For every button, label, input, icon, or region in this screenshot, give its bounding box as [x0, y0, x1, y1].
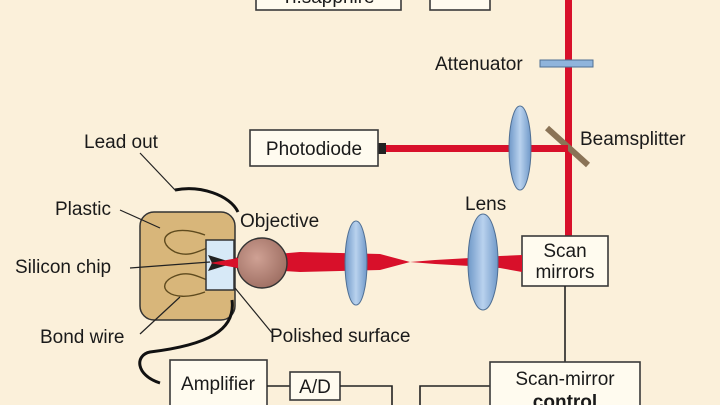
photodiode-label: Photodiode — [266, 139, 362, 160]
bond-wire-lower — [164, 273, 211, 297]
photodiode-laser-beam — [384, 145, 568, 152]
plastic-pointer — [119, 209, 161, 229]
photodiode-sensor — [378, 143, 386, 154]
control-input-wire — [419, 385, 490, 405]
attenuator-plate — [539, 59, 594, 68]
scan-lens — [467, 213, 499, 311]
ti-sapphire-label: Ti:sapphire — [281, 0, 374, 8]
bond-wire-pointer — [139, 296, 181, 335]
amplifier-label: Amplifier — [181, 374, 256, 395]
scan-mirrors-label-line2: mirrors — [535, 262, 594, 283]
lens-label: Lens — [465, 194, 506, 215]
signal-wire — [138, 299, 234, 385]
lead-out-label: Lead out — [84, 132, 159, 153]
amplifier-box — [169, 359, 268, 405]
photodiode-box — [249, 129, 379, 167]
ad-output-wire — [340, 385, 393, 405]
top-unit-box — [429, 0, 491, 11]
objective-label: Objective — [240, 211, 319, 232]
silicon-chip-label: Silicon chip — [15, 257, 111, 278]
ti-sapphire-laser-box — [255, 0, 402, 11]
objective-lens — [236, 237, 288, 289]
scan-mirror-control-label-line2: control — [533, 392, 597, 405]
tube-lens — [344, 220, 368, 306]
chip-beam-tip — [210, 258, 238, 268]
polished-surface-pointer — [234, 287, 273, 334]
vertical-laser-beam — [565, 0, 572, 236]
beamsplitter-label: Beamsplitter — [580, 129, 686, 150]
ad-converter-label: A/D — [299, 377, 331, 398]
silicon-chip-pointer — [129, 261, 211, 269]
ad-converter-box — [289, 371, 341, 401]
bond-wire-upper — [164, 229, 211, 255]
bond-wire-label: Bond wire — [40, 327, 125, 348]
scan-mirror-control-label-line1: Scan-mirror — [515, 369, 615, 390]
photodiode-lens — [508, 105, 532, 191]
scan-mirrors-label-line1: Scan — [543, 241, 586, 262]
attenuator-label: Attenuator — [435, 54, 523, 75]
scan-mirror-control-box — [489, 361, 641, 405]
lead-out-wire — [174, 187, 240, 213]
lead-out-pointer — [139, 152, 177, 192]
plastic-label: Plastic — [55, 199, 111, 220]
polished-surface-label: Polished surface — [270, 326, 410, 347]
